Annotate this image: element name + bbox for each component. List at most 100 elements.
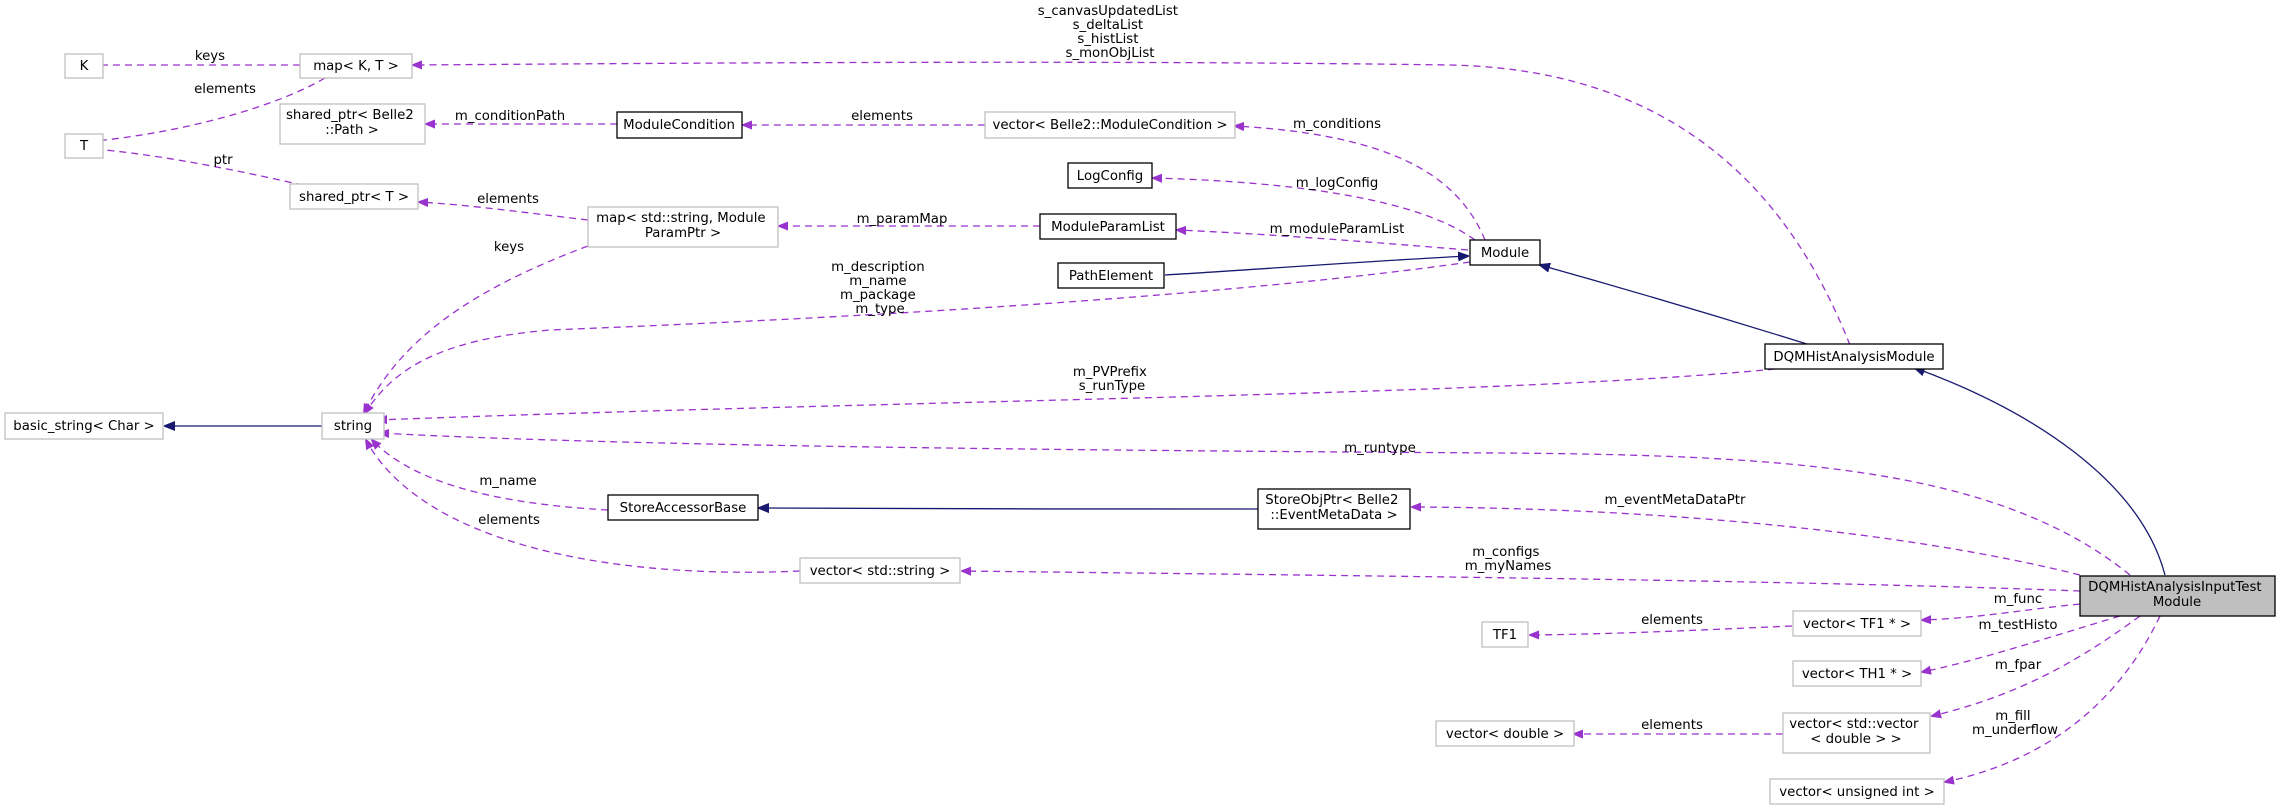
- svg-text:string: string: [334, 419, 372, 434]
- svg-text:map< std::string, Module: map< std::string, Module ParamPtr >: [596, 211, 770, 241]
- edge-func: m_func: [1922, 592, 2081, 620]
- edge-configs: m_configs m_myNames: [962, 545, 2081, 592]
- edge-elements-conditions: elements: [743, 109, 985, 125]
- svg-text:StoreObjPtr< Belle2 ::: StoreObjPtr< Belle2 ::EventMetaData >: [1265, 493, 1402, 523]
- edge-fill-underflow: m_fill m_underflow: [1945, 615, 2161, 782]
- svg-text:ModuleParamList: ModuleParamList: [1051, 220, 1165, 235]
- edge-elements-double: elements: [1574, 718, 1783, 734]
- edge-runtype: m_runtype: [380, 433, 2131, 576]
- edge-label: m_configs m_myNames: [1465, 545, 1552, 574]
- node-k: K: [64, 53, 104, 79]
- node-basic-string: basic_string< Char >: [4, 412, 164, 440]
- node-module[interactable]: Module: [1469, 239, 1541, 266]
- edge-keys-string: keys: [364, 240, 589, 413]
- node-t: T: [64, 133, 104, 159]
- edge-label: elements: [194, 82, 256, 97]
- node-path-element[interactable]: PathElement: [1057, 262, 1165, 289]
- svg-text:map< K, T >: map< K, T >: [313, 59, 399, 74]
- edge-param-map: m_paramMap: [779, 212, 1040, 227]
- node-dqm-hist-analysis-module[interactable]: DQMHistAnalysisModule: [1764, 343, 1944, 370]
- edge-condition-path: m_conditionPath: [426, 109, 617, 124]
- edge-elements-vector-string: elements: [366, 440, 801, 573]
- edge-label: m_name: [479, 474, 536, 489]
- node-tf1: TF1: [1481, 621, 1529, 648]
- edge-label: m_conditionPath: [455, 109, 565, 124]
- edge-label: keys: [195, 49, 225, 64]
- svg-text:vector< std::string >: vector< std::string >: [810, 564, 951, 579]
- svg-text:vector< Belle2::ModuleConditio: vector< Belle2::ModuleCondition >: [992, 118, 1227, 133]
- node-vector-th1: vector< TH1 * >: [1792, 660, 1922, 687]
- svg-text:K: K: [80, 59, 89, 74]
- edge-elements-tf1: elements: [1530, 613, 1793, 635]
- edge-elements-map-to-t: elements: [84, 77, 326, 142]
- edge-label: m_moduleParamList: [1270, 222, 1405, 237]
- edge-label: ptr: [213, 153, 233, 168]
- edge-label: elements: [477, 192, 539, 207]
- node-log-config[interactable]: LogConfig: [1067, 162, 1153, 189]
- node-vector-unsigned-int: vector< unsigned int >: [1769, 778, 1945, 805]
- node-string: string: [321, 412, 385, 440]
- edge-label: m_testHisto: [1978, 618, 2057, 633]
- node-map-string-param: map< std::string, Module ParamPtr >: [587, 206, 779, 248]
- svg-text:vector< unsigned int >: vector< unsigned int >: [1779, 785, 1934, 800]
- svg-text:vector< TF1 * >: vector< TF1 * >: [1803, 617, 1911, 632]
- edge-label: elements: [1641, 718, 1703, 733]
- svg-text:T: T: [79, 139, 89, 154]
- edge-label: m_runtype: [1344, 441, 1416, 456]
- svg-text:LogConfig: LogConfig: [1077, 169, 1143, 184]
- edge-label: m_logConfig: [1296, 176, 1379, 191]
- node-module-param-list[interactable]: ModuleParamList: [1039, 213, 1177, 240]
- edge-module-strings: m_description m_name m_package m_type: [365, 260, 1471, 413]
- edge-label: m_paramMap: [857, 212, 948, 227]
- svg-text:StoreAccessorBase: StoreAccessorBase: [620, 501, 747, 516]
- edge-ptr: ptr: [84, 148, 351, 197]
- node-vector-double: vector< double >: [1435, 720, 1575, 747]
- edge-test-histo: m_testHisto: [1922, 615, 2121, 672]
- node-store-accessor-base[interactable]: StoreAccessorBase: [607, 494, 759, 521]
- edge-fpar: m_fpar: [1932, 615, 2141, 716]
- node-vector-std-string: vector< std::string >: [799, 557, 961, 584]
- node-module-condition[interactable]: ModuleCondition: [616, 111, 743, 139]
- edge-keys-map-to-k: keys: [84, 49, 300, 65]
- edge-elements-shared-ptr: elements: [419, 192, 589, 221]
- edge-inherit-pathelement-module: [1164, 256, 1468, 276]
- edge-label: keys: [494, 240, 524, 255]
- edge-label: m_eventMetaDataPtr: [1605, 493, 1746, 508]
- edge-label: m_fill m_underflow: [1972, 709, 2058, 738]
- edge-conditions: m_conditions: [1235, 117, 1486, 241]
- node-shared-ptr-path: shared_ptr< Belle2 ::Path >: [279, 103, 426, 145]
- edge-label: m_description m_name m_package m_type: [831, 260, 929, 317]
- edge-module-param-list: m_moduleParamList: [1177, 222, 1469, 251]
- edge-inherit-module-dqm: [1540, 265, 1811, 346]
- edge-label: elements: [851, 109, 913, 124]
- node-shared-ptr-t: shared_ptr< T >: [289, 183, 419, 210]
- svg-text:shared_ptr< T >: shared_ptr< T >: [299, 190, 409, 205]
- edge-m-name: m_name: [372, 440, 609, 511]
- edge-label: elements: [478, 513, 540, 528]
- svg-text:ModuleCondition: ModuleCondition: [623, 118, 735, 133]
- edge-label: m_func: [1994, 592, 2042, 607]
- svg-text:TF1: TF1: [1492, 628, 1517, 643]
- node-vector-module-condition: vector< Belle2::ModuleCondition >: [984, 111, 1236, 139]
- edge-inherit-dqm-inputtest: [1915, 368, 2166, 576]
- svg-text:DQMHistAnalysisModule: DQMHistAnalysisModule: [1773, 350, 1934, 365]
- node-store-obj-ptr[interactable]: StoreObjPtr< Belle2 ::EventMetaData >: [1257, 488, 1411, 530]
- edge-label: m_PVPrefix s_runType: [1073, 365, 1151, 394]
- node-vector-vector-double: vector< std::vector < double > >: [1782, 712, 1931, 754]
- edge-pv-prefix: m_PVPrefix s_runType: [378, 365, 1776, 420]
- edge-label: s_canvasUpdatedList s_deltaList s_histLi…: [1038, 4, 1182, 61]
- svg-text:vector< double >: vector< double >: [1446, 727, 1564, 742]
- edge-log-config: m_logConfig: [1153, 176, 1476, 241]
- edge-canvas-lists: s_canvasUpdatedList s_deltaList s_histLi…: [413, 4, 1851, 346]
- svg-text:PathElement: PathElement: [1069, 269, 1153, 284]
- svg-text:vector< TH1 * >: vector< TH1 * >: [1802, 667, 1912, 682]
- edge-label: elements: [1641, 613, 1703, 628]
- node-vector-tf1: vector< TF1 * >: [1792, 610, 1922, 637]
- edge-inherit-storeaccessor: [759, 508, 1259, 509]
- edge-label: m_fpar: [1995, 658, 2042, 673]
- svg-text:basic_string< Char >: basic_string< Char >: [13, 419, 154, 434]
- node-dqm-input-test-module[interactable]: DQMHistAnalysisInputTest Module: [2079, 575, 2276, 617]
- svg-text:Module: Module: [1481, 246, 1529, 261]
- edge-event-meta-data-ptr: m_eventMetaDataPtr: [1412, 493, 2081, 576]
